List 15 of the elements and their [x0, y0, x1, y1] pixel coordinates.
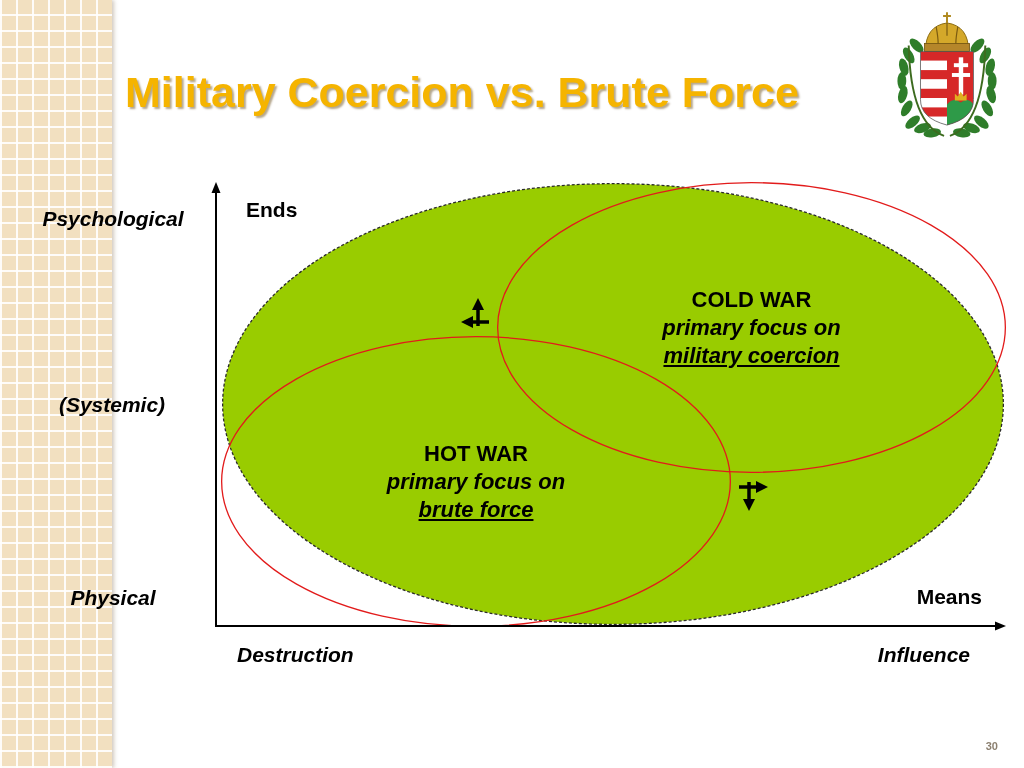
axis-label: Influence: [877, 643, 970, 667]
axis-label: Ends: [246, 198, 298, 222]
axis-label: (Systemic): [58, 393, 166, 417]
region-heading: COLD WAR: [691, 285, 812, 314]
focus-text: primary focus on: [386, 467, 566, 496]
focus-term: military coercion: [663, 341, 840, 370]
axis-label: Psychological: [42, 207, 184, 231]
focus-text: primary focus on: [662, 313, 841, 342]
page-number: 30: [985, 739, 998, 753]
axis-label: Physical: [70, 586, 156, 610]
focus-term: brute force: [418, 495, 534, 524]
region-heading: HOT WAR: [424, 439, 528, 468]
axis-label: Destruction: [237, 643, 354, 667]
axis-label: Means: [916, 585, 982, 609]
slide-title: Military Coercion vs. Brute Force: [125, 67, 799, 117]
